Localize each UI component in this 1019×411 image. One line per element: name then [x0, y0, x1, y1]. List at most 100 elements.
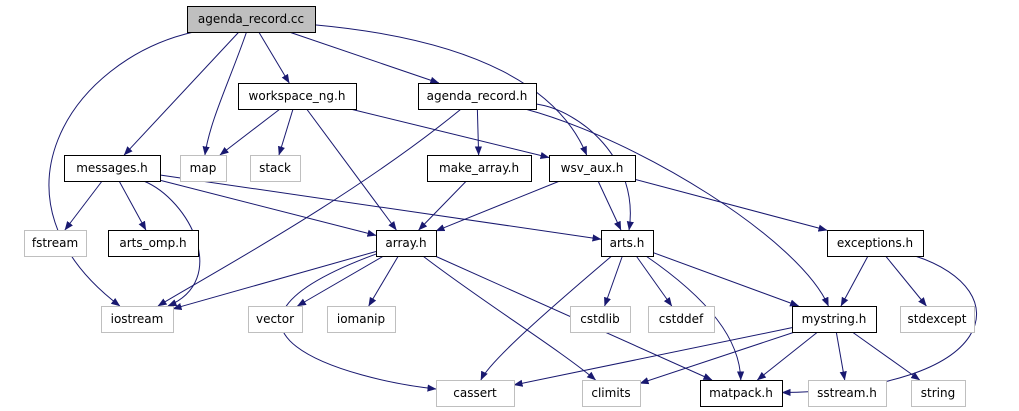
node-mystring-h[interactable]: mystring.h — [792, 306, 877, 333]
node-arts-h[interactable]: arts.h — [601, 230, 654, 257]
node-fstream: fstream — [24, 230, 87, 257]
node-box — [64, 155, 161, 182]
edge-make-array-h-to-array-h — [418, 180, 467, 231]
edge-wsv-aux-h-to-arts-h — [597, 180, 622, 231]
node-stdexcept: stdexcept — [900, 306, 975, 333]
node-workspace-ng-h[interactable]: workspace_ng.h — [238, 83, 357, 110]
node-label: climits — [591, 386, 630, 400]
node-box — [250, 155, 301, 182]
node-string: string — [911, 380, 966, 407]
node-box — [648, 306, 715, 333]
edge-workspace-ng-h-to-map — [219, 108, 281, 156]
edge-mystring-h-to-string — [851, 331, 921, 381]
node-label: arts.h — [610, 236, 645, 250]
node-stack: stack — [250, 155, 301, 182]
edge-workspace-ng-h-to-array-h — [306, 108, 397, 231]
node-label: wsv_aux.h — [561, 161, 624, 175]
node-iostream: iostream — [101, 306, 174, 333]
node-box — [418, 83, 537, 110]
node-arts-omp-h[interactable]: arts_omp.h — [108, 230, 199, 257]
node-climits: climits — [582, 380, 641, 407]
edge-array-h-to-iostream — [172, 250, 377, 310]
node-label: make_array.h — [439, 161, 519, 175]
node-make-array-h[interactable]: make_array.h — [427, 155, 532, 182]
node-array-h[interactable]: array.h — [376, 230, 437, 257]
edge-arts-h-to-matpack-h — [645, 255, 745, 381]
node-box — [900, 306, 975, 333]
edge-agenda-record-cc-to-agenda-record-h — [288, 31, 440, 84]
node-box — [601, 230, 654, 257]
edge-arts-h-to-mystring-h — [652, 252, 800, 307]
node-agenda-record-cc[interactable]: agenda_record.cc — [187, 6, 316, 33]
node-label: cassert — [453, 386, 497, 400]
edge-array-h-to-climits — [422, 255, 596, 381]
edge-exceptions-h-to-stdexcept — [885, 255, 927, 307]
node-box — [327, 306, 396, 333]
edge-array-h-to-vector — [297, 255, 384, 307]
node-box — [827, 230, 924, 257]
node-label: matpack.h — [709, 386, 773, 400]
edge-mystring-h-to-cassert — [513, 327, 793, 387]
node-box — [187, 6, 316, 33]
node-label: sstream.h — [817, 386, 877, 400]
node-box — [549, 155, 636, 182]
edge-agenda-record-h-to-make-array-h — [474, 108, 483, 156]
node-label: workspace_ng.h — [249, 89, 346, 103]
node-box — [792, 306, 877, 333]
edge-messages-h-to-fstream — [64, 180, 103, 231]
node-label: array.h — [385, 236, 426, 250]
edge-array-h-to-cassert — [280, 253, 437, 392]
edge-mystring-h-to-sstream-h — [835, 331, 847, 381]
edge-arts-h-to-cassert — [480, 255, 613, 381]
node-cstddef: cstddef — [648, 306, 715, 333]
node-iomanip: iomanip — [327, 306, 396, 333]
node-cstdlib: cstdlib — [570, 306, 631, 333]
node-label: iomanip — [337, 312, 385, 326]
edge-agenda-record-h-to-iostream — [157, 108, 462, 307]
node-box — [570, 306, 631, 333]
edge-agenda-record-h-to-arts-h — [535, 103, 634, 231]
node-box — [108, 230, 199, 257]
edge-agenda-record-cc-to-map — [202, 31, 247, 156]
dependency-nodes: agenda_record.cc workspace_ng.h agenda_rec… — [24, 6, 975, 407]
node-label: fstream — [32, 236, 78, 250]
node-box — [427, 155, 532, 182]
node-label: messages.h — [76, 161, 148, 175]
node-box — [238, 83, 357, 110]
node-exceptions-h[interactable]: exceptions.h — [827, 230, 924, 257]
node-label: agenda_record.h — [427, 89, 528, 103]
node-label: cstddef — [659, 312, 704, 326]
edge-messages-h-to-arts-omp-h — [118, 180, 147, 231]
node-box — [248, 306, 303, 333]
node-label: map — [190, 161, 217, 175]
edge-wsv-aux-h-to-exceptions-h — [634, 178, 828, 232]
edge-messages-h-to-array-h — [159, 179, 377, 237]
node-box — [376, 230, 437, 257]
edge-agenda-record-cc-to-iostream — [48, 31, 194, 307]
node-label: stack — [259, 161, 291, 175]
node-label: stdexcept — [908, 312, 967, 326]
edge-agenda-record-cc-to-workspace-ng-h — [258, 31, 290, 84]
edge-array-h-to-iomanip — [368, 255, 399, 307]
dependency-edges — [48, 24, 978, 397]
node-agenda-record-h[interactable]: agenda_record.h — [418, 83, 537, 110]
node-wsv-aux-h[interactable]: wsv_aux.h — [549, 155, 636, 182]
edge-arts-h-to-cstdlib — [604, 255, 623, 307]
node-box — [808, 380, 887, 407]
node-matpack-h[interactable]: matpack.h — [700, 380, 783, 407]
node-box — [436, 380, 515, 407]
node-label: exceptions.h — [837, 236, 913, 250]
node-label: mystring.h — [802, 312, 867, 326]
edge-agenda-record-cc-to-messages-h — [123, 31, 240, 156]
node-box — [700, 380, 783, 407]
node-label: string — [921, 386, 955, 400]
node-label: vector — [256, 312, 294, 326]
node-label: iostream — [111, 312, 164, 326]
node-box — [582, 380, 641, 407]
edge-agenda-record-h-to-mystring-h — [525, 108, 829, 307]
node-vector: vector — [248, 306, 303, 333]
edge-messages-h-to-arts-h — [159, 174, 602, 242]
edge-arts-h-to-cstddef — [635, 255, 673, 307]
node-messages-h[interactable]: messages.h — [64, 155, 161, 182]
